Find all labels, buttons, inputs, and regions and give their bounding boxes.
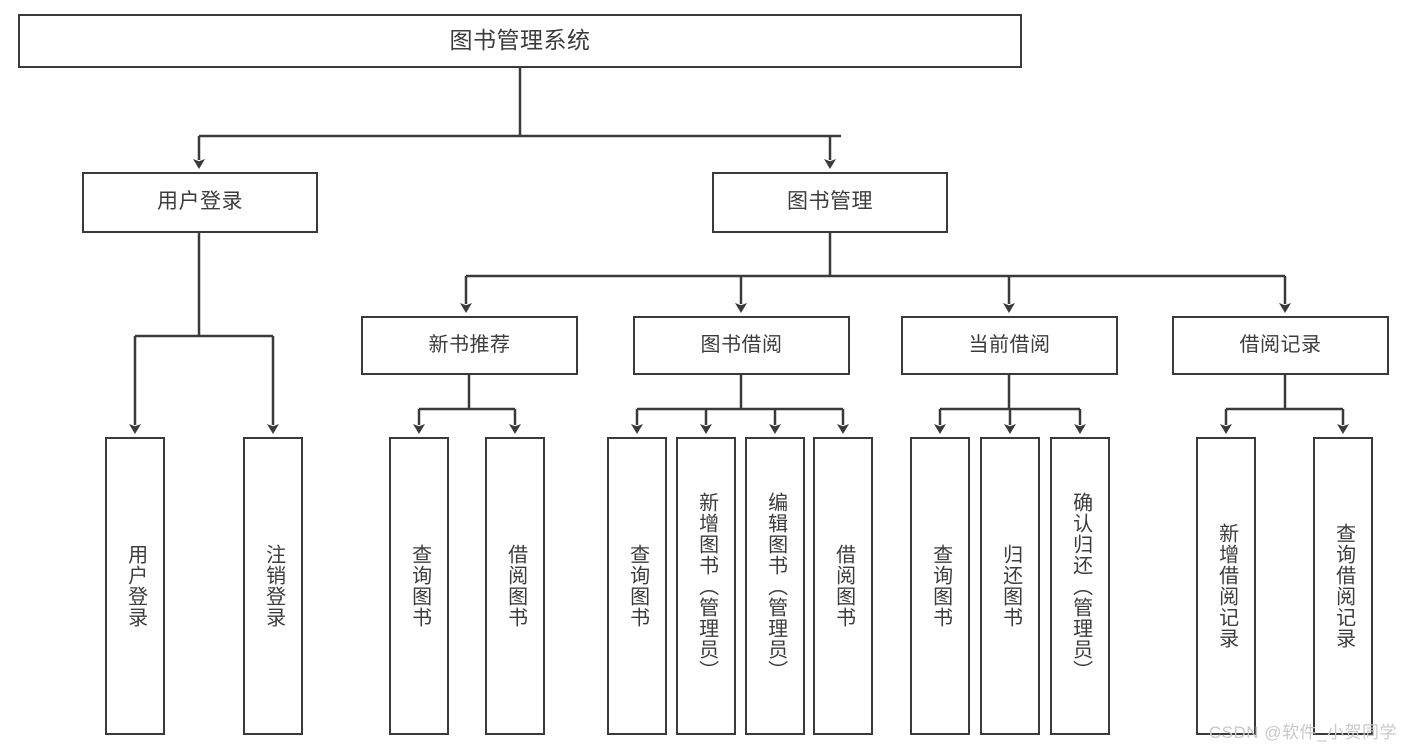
- node-book-borrow-label: 图书借阅: [700, 333, 783, 356]
- node-leaf-borrow-book-2[interactable]: 借阅图书: [813, 437, 873, 735]
- node-leaf-user-logout[interactable]: 注销登录: [243, 437, 303, 735]
- node-current-borrow[interactable]: 当前借阅: [901, 316, 1118, 375]
- node-leaf-query-book-2-label: 查询图书: [626, 544, 649, 628]
- node-book-borrow[interactable]: 图书借阅: [633, 316, 850, 375]
- node-leaf-add-record[interactable]: 新增借阅记录: [1196, 437, 1256, 735]
- node-new-book-recommend[interactable]: 新书推荐: [361, 316, 578, 375]
- node-leaf-query-book-1-label: 查询图书: [408, 544, 431, 628]
- node-root-label: 图书管理系统: [449, 27, 591, 54]
- node-user-login[interactable]: 用户登录: [82, 172, 318, 233]
- node-leaf-add-book-label: 新增图书（管理员）: [695, 491, 718, 681]
- node-root[interactable]: 图书管理系统: [18, 14, 1022, 68]
- node-leaf-confirm-return[interactable]: 确认归还（管理员）: [1050, 437, 1110, 735]
- node-leaf-query-book-3[interactable]: 查询图书: [910, 437, 970, 735]
- node-borrow-record[interactable]: 借阅记录: [1172, 316, 1389, 375]
- node-book-manage-label: 图书管理: [787, 190, 873, 214]
- node-leaf-return-book[interactable]: 归还图书: [980, 437, 1040, 735]
- node-leaf-user-login-label: 用户登录: [124, 544, 147, 628]
- node-leaf-edit-book[interactable]: 编辑图书（管理员）: [745, 437, 805, 735]
- node-leaf-user-logout-label: 注销登录: [262, 544, 285, 628]
- node-leaf-edit-book-label: 编辑图书（管理员）: [764, 491, 787, 681]
- node-leaf-user-login[interactable]: 用户登录: [105, 437, 165, 735]
- node-leaf-query-record-label: 查询借阅记录: [1332, 523, 1355, 649]
- node-leaf-query-book-1[interactable]: 查询图书: [389, 437, 449, 735]
- node-leaf-borrow-book-1-label: 借阅图书: [504, 544, 527, 628]
- node-leaf-query-book-3-label: 查询图书: [929, 544, 952, 628]
- node-book-manage[interactable]: 图书管理: [712, 172, 948, 233]
- node-leaf-confirm-return-label: 确认归还（管理员）: [1069, 491, 1092, 681]
- node-leaf-query-book-2[interactable]: 查询图书: [607, 437, 667, 735]
- node-leaf-query-record[interactable]: 查询借阅记录: [1313, 437, 1373, 735]
- node-user-login-label: 用户登录: [157, 190, 243, 214]
- node-leaf-borrow-book-1[interactable]: 借阅图书: [485, 437, 545, 735]
- node-leaf-add-book[interactable]: 新增图书（管理员）: [676, 437, 736, 735]
- node-leaf-add-record-label: 新增借阅记录: [1215, 523, 1238, 649]
- node-leaf-return-book-label: 归还图书: [999, 544, 1022, 628]
- node-leaf-borrow-book-2-label: 借阅图书: [832, 544, 855, 628]
- node-new-book-recommend-label: 新书推荐: [428, 333, 511, 356]
- csdn-watermark: CSDN @软件_小贺同学: [1208, 723, 1397, 742]
- node-borrow-record-label: 借阅记录: [1239, 333, 1322, 356]
- node-current-borrow-label: 当前借阅: [968, 333, 1051, 356]
